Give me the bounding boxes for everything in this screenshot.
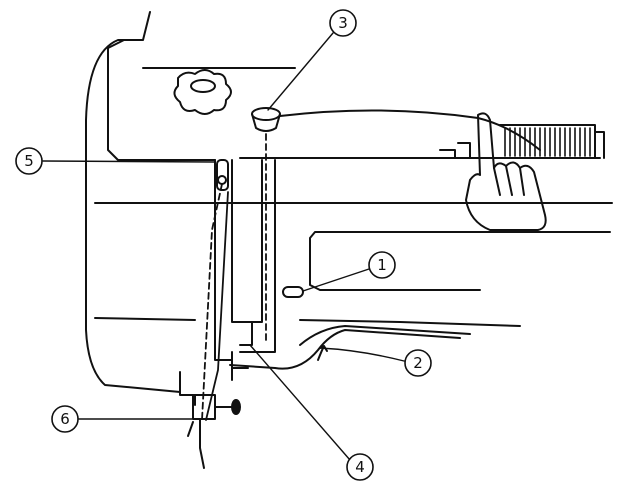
- leader-2: [319, 347, 405, 362]
- lower-arm-curve: [229, 329, 461, 370]
- hand-illustration: [465, 112, 547, 231]
- channel-right-wall: [239, 159, 276, 353]
- callout-numbers: 1 2 3 4 5 6: [24, 14, 423, 476]
- leader-5: [42, 160, 216, 163]
- callout-3: [329, 9, 357, 37]
- thread-path-solid: [205, 191, 229, 421]
- spool: [439, 124, 605, 159]
- thread-channel: [214, 159, 276, 381]
- take-up-lever-body: [216, 159, 229, 191]
- callout-5-label: 5: [24, 152, 34, 170]
- callout-2: [404, 349, 432, 377]
- thread-path-dashed: [201, 133, 267, 421]
- callout-6-label: 6: [60, 410, 70, 428]
- hand-finger-lines: [493, 165, 525, 196]
- callout-1: [368, 251, 396, 279]
- top-knob: [173, 69, 232, 115]
- label-window-panel: [309, 231, 611, 291]
- leader-1: [302, 267, 373, 292]
- spool-cap: [595, 131, 605, 159]
- hand-outline: [465, 112, 547, 231]
- lower-arm-curve-inner: [299, 325, 471, 346]
- channel-left-wall: [214, 159, 233, 381]
- upper-thread-line: [279, 109, 541, 151]
- machine-body: [85, 11, 613, 393]
- callout-4-label: 4: [355, 458, 365, 476]
- knob-center: [190, 79, 216, 93]
- thread-guide-pad: [282, 286, 304, 298]
- take-up-lever-eye: [217, 175, 227, 185]
- needle-clamp-screw-head: [231, 399, 241, 415]
- callout-3-label: 3: [338, 14, 348, 32]
- arm-body-line-lower-right: [299, 319, 521, 327]
- face-plate-inner-outline: [107, 39, 216, 161]
- channel-bottom: [231, 351, 249, 369]
- thread-guide-body: [251, 113, 281, 132]
- needle-thread-guide: [187, 421, 194, 437]
- leader-3: [267, 32, 334, 111]
- channel-inner-left: [231, 159, 253, 346]
- spool-base: [439, 142, 471, 159]
- needle-clamp-assembly: [179, 371, 241, 469]
- needle: [199, 418, 205, 469]
- callout-2-label: 2: [413, 354, 423, 372]
- callout-markers: [15, 9, 432, 481]
- spool-thread-winding: [504, 127, 591, 157]
- thread-guide: [251, 107, 281, 132]
- channel-inner-right: [251, 159, 263, 323]
- thread-path-to-needle: [201, 183, 223, 421]
- leader-4: [249, 344, 351, 461]
- leader-lines: [42, 32, 405, 461]
- callout-4: [346, 453, 374, 481]
- machine-head-outline: [85, 11, 181, 393]
- callout-1-label: 1: [377, 256, 387, 274]
- callout-6: [51, 405, 79, 433]
- arm-body-line-lower-left: [94, 317, 196, 321]
- needle-bar-lower: [179, 371, 196, 406]
- callout-5: [15, 147, 43, 175]
- knob-outline: [173, 69, 232, 115]
- thread-guide-top: [251, 107, 281, 121]
- spool-outline: [499, 124, 596, 159]
